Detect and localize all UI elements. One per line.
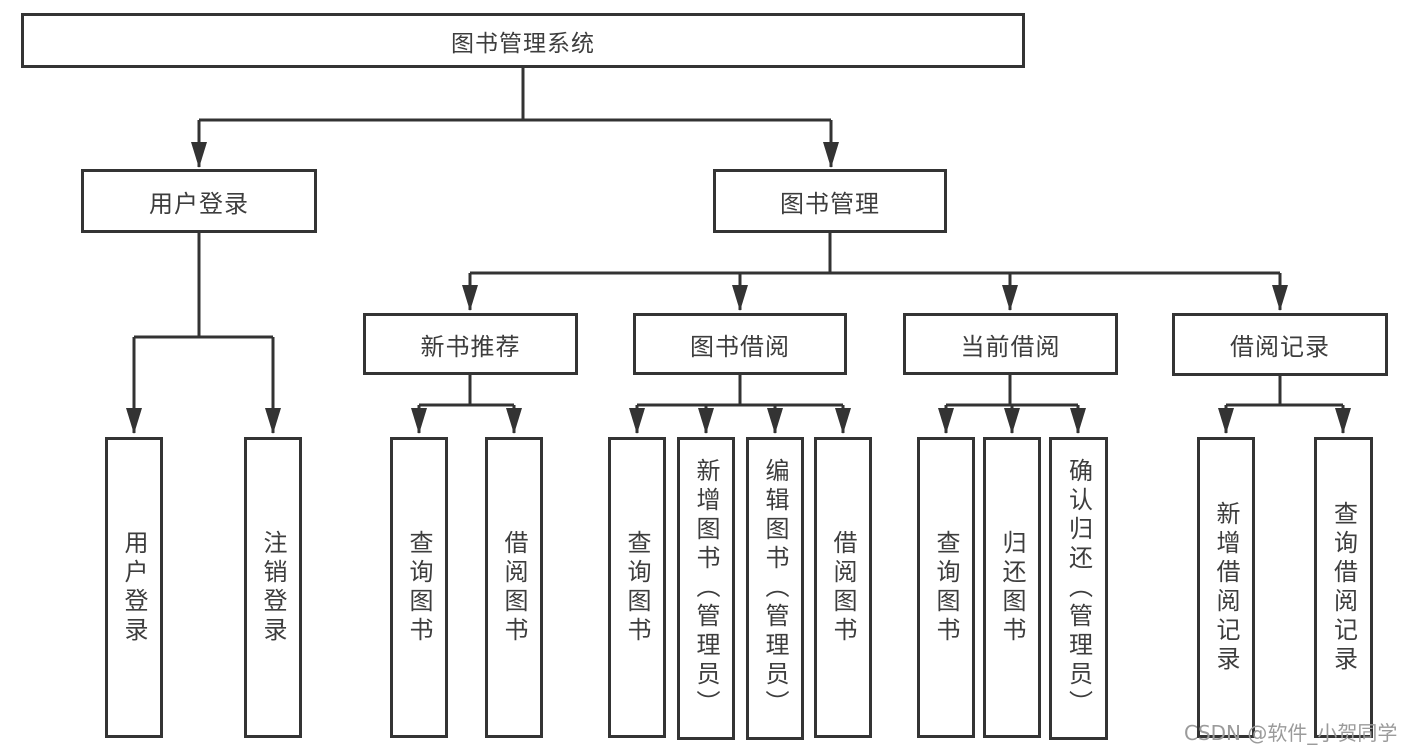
csdn-watermark: CSDN @软件_小贺同学 [1184,721,1398,745]
leaf-confirm-return-admin: 确认归还（管理员） [1049,437,1108,740]
node-label: 查询图书 [623,529,651,646]
leaf-query-book-bb: 查询图书 [608,437,666,738]
leaf-user-login: 用户登录 [105,437,163,738]
leaf-borrow-book-bb: 借阅图书 [814,437,872,738]
node-label: 当前借阅 [960,332,1061,361]
node-borrow-record: 借阅记录 [1172,313,1388,376]
node-label: 查询图书 [405,529,433,646]
leaf-add-book-admin: 新增图书（管理员） [677,437,735,740]
leaf-edit-book-admin: 编辑图书（管理员） [746,437,804,740]
node-library-management-system: 图书管理系统 [21,13,1025,68]
leaf-logout: 注销登录 [244,437,302,738]
node-label: 新增图书（管理员） [692,458,720,719]
node-label: 确认归还（管理员） [1064,458,1093,719]
node-label: 用户登录 [149,189,249,218]
leaf-borrow-book-nb: 借阅图书 [485,437,543,738]
node-label: 借阅图书 [829,529,857,646]
node-label: 用户登录 [120,529,148,646]
node-label: 编辑图书（管理员） [761,458,789,719]
node-new-book-recommend: 新书推荐 [363,313,578,375]
node-label: 图书管理系统 [451,30,595,57]
node-label: 归还图书 [998,529,1026,646]
node-label: 图书借阅 [690,332,790,361]
leaf-query-book-nb: 查询图书 [390,437,448,738]
leaf-add-borrow-record: 新增借阅记录 [1197,437,1255,738]
node-label: 新增借阅记录 [1212,500,1240,675]
node-user-login: 用户登录 [81,169,317,233]
node-book-borrow: 图书借阅 [633,313,847,375]
leaf-query-book-cb: 查询图书 [917,437,975,738]
node-book-management: 图书管理 [713,169,947,233]
node-label: 图书管理 [780,189,880,218]
node-current-borrow: 当前借阅 [903,313,1118,375]
node-label: 借阅记录 [1230,333,1330,361]
node-label: 查询借阅记录 [1329,500,1358,675]
leaf-query-borrow-record: 查询借阅记录 [1314,437,1373,738]
node-label: 查询图书 [932,529,960,646]
leaf-return-book: 归还图书 [983,437,1041,738]
node-label: 注销登录 [259,529,287,646]
node-label: 新书推荐 [420,332,521,361]
node-label: 借阅图书 [500,529,528,646]
